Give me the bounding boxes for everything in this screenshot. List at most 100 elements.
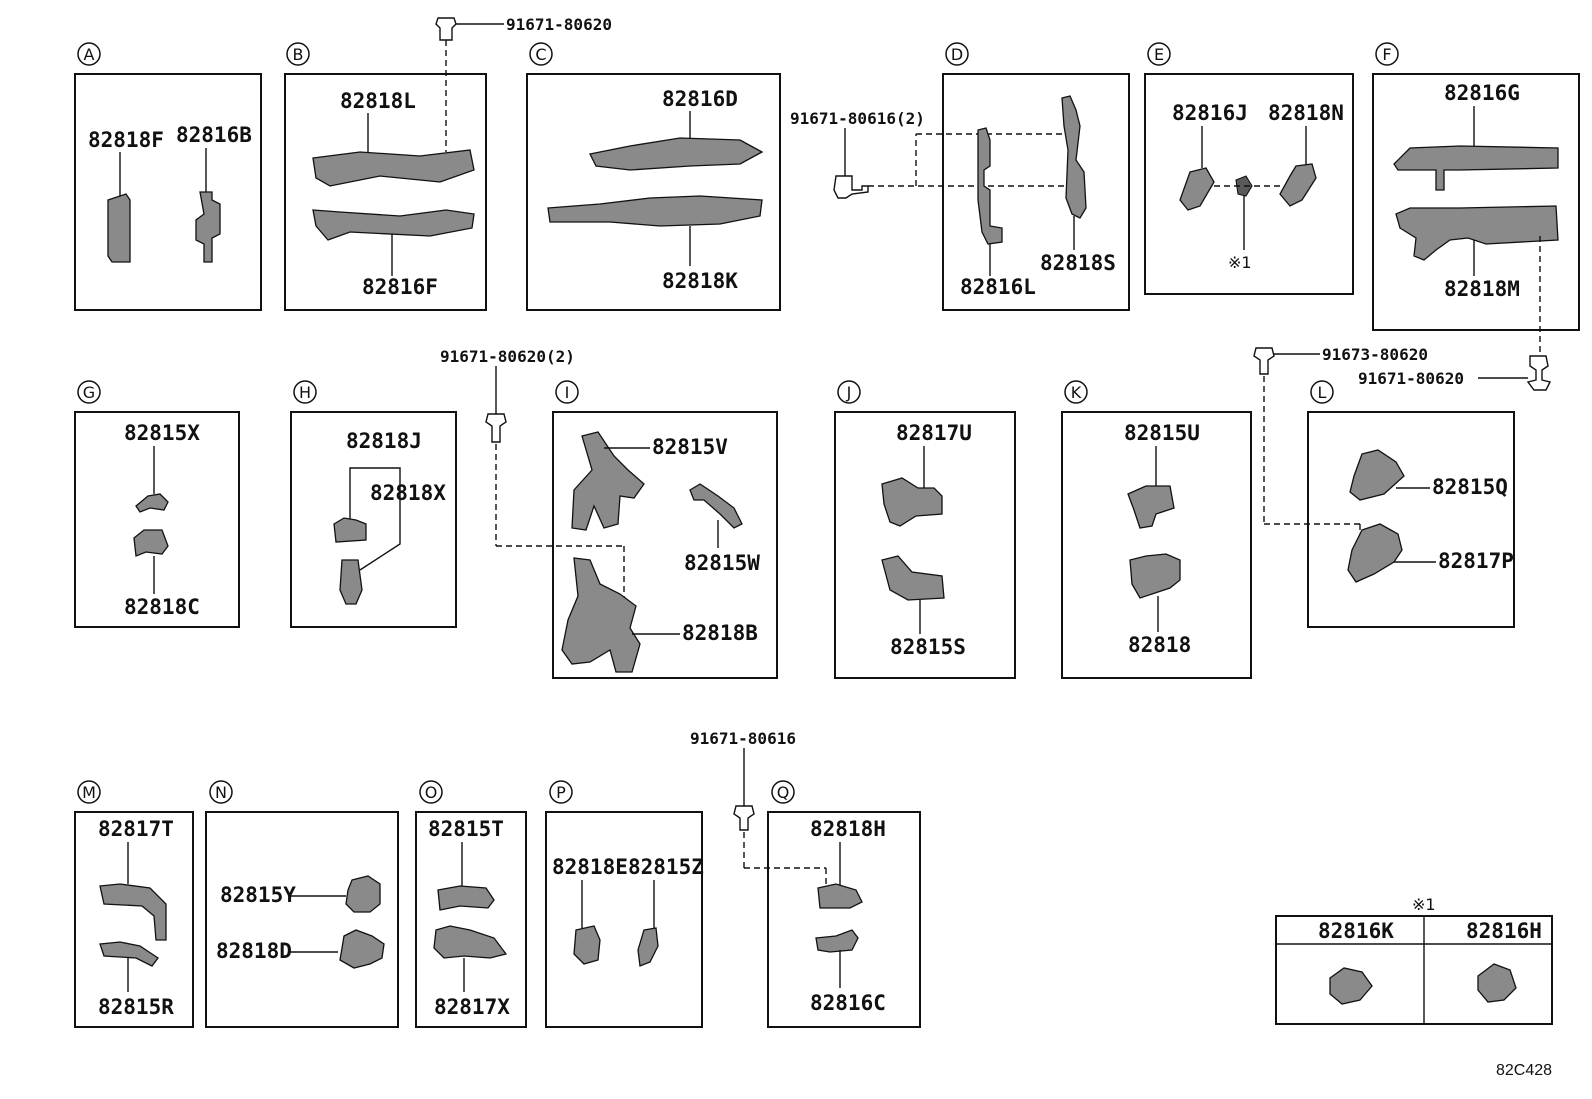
section-letter-circle: [77, 42, 101, 66]
bolt-icon: [485, 413, 507, 443]
part-number: 82818S: [1040, 251, 1116, 275]
part-82817P: [1347, 523, 1403, 583]
section-box: [284, 73, 487, 311]
part-82815U: [1127, 485, 1175, 529]
part-82815Z: [637, 927, 659, 967]
section-letter: J: [846, 383, 852, 402]
part-number: 82818H: [810, 817, 886, 841]
section-box: [290, 411, 457, 628]
section-g: G 82815X 82818C: [74, 380, 240, 628]
section-box: [74, 811, 194, 1028]
part-number: 82816C: [810, 991, 886, 1015]
section-letter: H: [299, 383, 311, 402]
part-number: 82816G: [1444, 81, 1520, 105]
section-letter: L: [1318, 383, 1327, 402]
bolt-number: 91671-80620: [1358, 369, 1464, 388]
part-82817X: [433, 925, 508, 959]
part-82818M: [1395, 205, 1559, 261]
section-box: [1372, 73, 1580, 331]
section-box: [834, 411, 1016, 679]
section-box: [1061, 411, 1252, 679]
section-letter: P: [556, 783, 566, 802]
part-number: 82818B: [682, 621, 758, 645]
part-number: 82818E: [552, 855, 628, 879]
bolt-group-l: 91673-80620 91671-80620: [1253, 345, 1552, 548]
part-number: 82815Y: [220, 883, 296, 907]
section-letter: B: [293, 45, 304, 64]
part-82815T: [437, 885, 495, 911]
note-marker: ※1: [1228, 253, 1252, 272]
bolt-group-i: 91671-80620(2): [440, 347, 625, 614]
section-letter: C: [535, 45, 546, 64]
section-f: F 82816G 82818M: [1372, 42, 1580, 356]
section-j: J 82817U 82815S: [834, 380, 1016, 679]
part-82816D: [589, 137, 764, 171]
section-letter: G: [83, 383, 95, 402]
section-box: [74, 411, 240, 628]
section-d: D 82816L 82818S: [942, 42, 1130, 311]
part-82815R: [99, 941, 159, 967]
part-82817T: [99, 883, 167, 941]
part-number: 82817P: [1438, 549, 1514, 573]
section-box: [767, 811, 921, 1028]
section-letter: I: [565, 383, 570, 402]
bolt-group-d: 91671-80616(2): [790, 109, 1082, 199]
legend-marker: ※1: [1412, 895, 1436, 914]
part-82818B: [561, 557, 641, 673]
part-82816G: [1393, 145, 1559, 191]
part-number: 82818L: [340, 89, 416, 113]
part-82818C: [133, 529, 169, 557]
part-number: 82815Z: [628, 855, 704, 879]
bolt-group-q: 91671-80616: [690, 729, 827, 890]
part-82816B: [195, 191, 221, 263]
section-b: B 82818L 82816F 91671-80620: [284, 15, 612, 311]
bolt-icon: [435, 17, 457, 41]
section-box: [74, 73, 262, 311]
section-letter: E: [1154, 45, 1164, 64]
bolt-number: 91671-80616: [690, 729, 796, 748]
section-m: M 82817T 82815R: [74, 780, 194, 1028]
section-n: N 82815Y 82818D: [205, 780, 399, 1028]
part-82818F: [107, 193, 131, 263]
section-letter: K: [1071, 383, 1082, 402]
section-c: C 82816D 82818K: [526, 42, 781, 311]
part-number: 82816L: [960, 275, 1036, 299]
part-82818H: [817, 883, 863, 909]
part-82818S: [1061, 95, 1087, 219]
section-letter: Q: [777, 783, 790, 802]
section-letter: M: [82, 783, 96, 802]
section-letter: A: [84, 45, 95, 64]
part-82817U: [881, 477, 943, 527]
section-box: [205, 811, 399, 1028]
part-number: 82815R: [98, 995, 174, 1019]
section-e: E 82816J 82818N ※1: [1144, 42, 1354, 295]
part-number: 82816F: [362, 275, 438, 299]
part-82818X: [339, 559, 363, 605]
part-82816J: [1179, 167, 1215, 211]
section-letter: O: [425, 783, 438, 802]
section-box: [415, 811, 527, 1028]
part-82816K: [1329, 967, 1373, 1005]
part-82818L: [312, 149, 475, 187]
part-number: 82817T: [98, 817, 174, 841]
part-82816C: [815, 929, 859, 953]
part-number: 82818F: [88, 128, 164, 152]
section-k: K 82815U 82818: [1061, 380, 1252, 679]
section-h: H 82818J 82818X: [290, 380, 457, 628]
part-number: 82816J: [1172, 101, 1248, 125]
section-box: [526, 73, 781, 311]
section-a: A 82818F 82816B: [74, 42, 262, 311]
part-number: 82816D: [662, 87, 738, 111]
part-number: 82815S: [890, 635, 966, 659]
section-o: O 82815T 82817X: [415, 780, 527, 1028]
section-letter: N: [215, 783, 227, 802]
section-i: I 82815V 82815W 82818B: [552, 380, 778, 679]
bolt-number: 91673-80620: [1322, 345, 1428, 364]
section-letter: F: [1382, 45, 1391, 64]
part-number: 82815T: [428, 817, 504, 841]
legend-table: ※1 82816K 82816H: [1275, 895, 1553, 1025]
legend-col2-label: 82816H: [1466, 919, 1542, 943]
part-number: 82818D: [216, 939, 292, 963]
part-82818N: [1279, 163, 1317, 207]
